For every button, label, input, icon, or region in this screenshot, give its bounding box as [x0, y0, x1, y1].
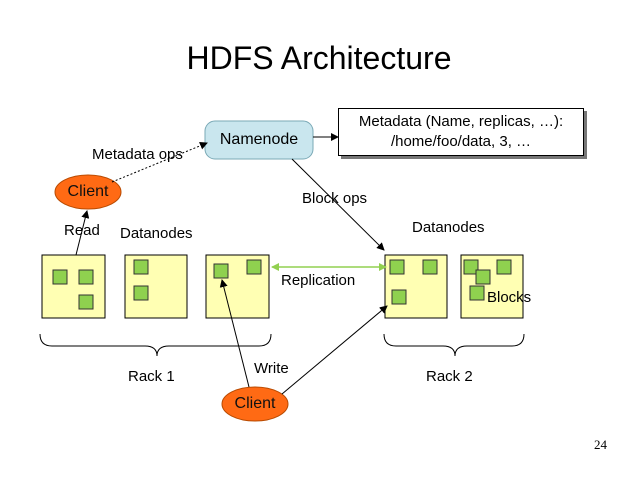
block-ops-label: Block ops: [302, 190, 368, 207]
rack1-brace: [39, 333, 272, 357]
replication-label: Replication: [281, 272, 356, 289]
client-bottom: [221, 386, 289, 422]
block: [391, 289, 407, 305]
block: [133, 259, 149, 275]
block: [78, 294, 94, 310]
page-title: HDFS Architecture: [186, 40, 452, 76]
write-arrow-right: [281, 305, 388, 395]
block: [389, 259, 405, 275]
metadata-box: Metadata (Name, replicas, …): /home/foo/…: [338, 108, 584, 156]
metadata-ops-arrow: [111, 141, 208, 183]
block: [469, 285, 485, 301]
datanode-1: [41, 254, 106, 319]
write-label: Write: [254, 360, 289, 377]
metadata-ops-label: Metadata ops: [92, 146, 183, 163]
client-bottom-label: Client: [234, 395, 276, 412]
client-top: [54, 174, 122, 210]
namenode-label: Namenode: [219, 131, 299, 148]
block: [133, 285, 149, 301]
metadata-line-2: /home/foo/data, 3, …: [390, 133, 532, 150]
namenode-box: [204, 120, 314, 160]
client-top-label: Client: [67, 183, 109, 200]
page-number: 24: [594, 437, 607, 452]
datanodes-left-label: Datanodes: [120, 225, 193, 242]
blocks: [52, 259, 512, 310]
read-arrow: [75, 210, 90, 256]
block-ops-arrow: [291, 158, 385, 251]
datanodes-right-label: Datanodes: [412, 219, 485, 236]
blocks-label: Blocks: [487, 289, 532, 306]
rack1-label: Rack 1: [128, 368, 175, 385]
block: [213, 263, 229, 279]
block: [496, 259, 512, 275]
block: [246, 259, 262, 275]
block: [78, 269, 94, 285]
block: [475, 269, 491, 285]
read-label: Read: [64, 222, 100, 239]
metadata-line-1: Metadata (Name, replicas, …):: [358, 113, 564, 130]
write-arrow-left: [219, 279, 250, 388]
rack2-label: Rack 2: [426, 368, 473, 385]
block: [422, 259, 438, 275]
rack2-brace: [383, 333, 525, 357]
block: [52, 269, 68, 285]
block: [463, 259, 479, 275]
